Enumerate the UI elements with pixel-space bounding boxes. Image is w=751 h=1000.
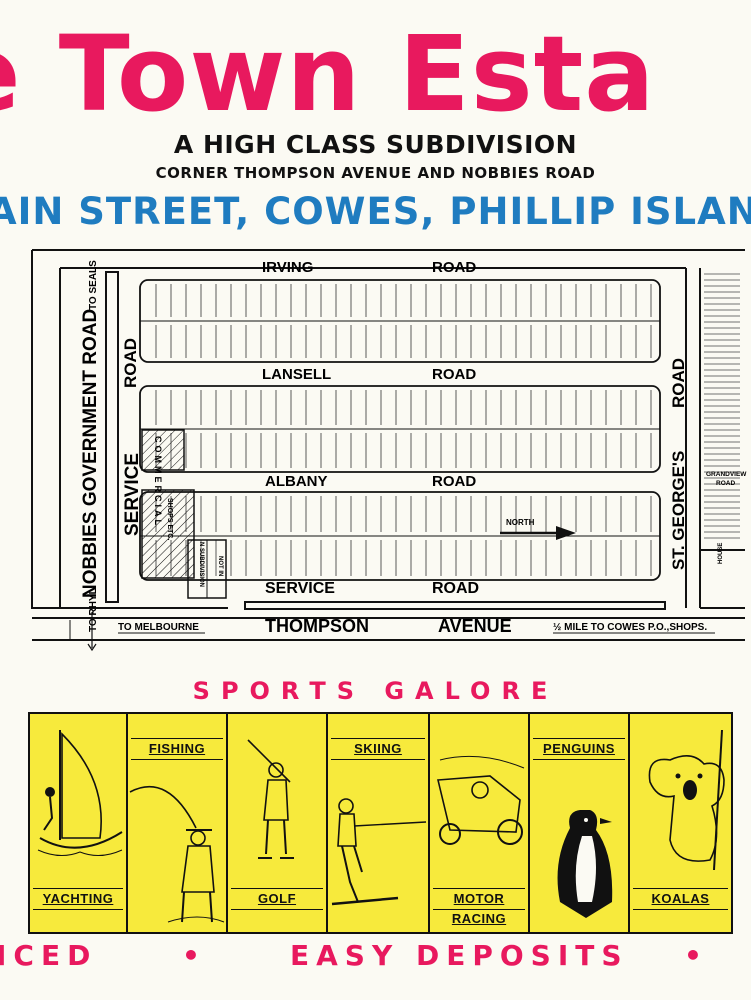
subtitle: A HIGH CLASS SUBDIVISION (173, 130, 578, 159)
not-in-label: NOT IN (217, 556, 223, 576)
road-left-label: ROAD (121, 338, 140, 388)
service-left-label: SERVICE (122, 453, 143, 536)
sport-label-koalas: KOALAS (633, 888, 728, 910)
sport-label-skiing: SKIING (331, 738, 425, 760)
to-seals-label: TO SEALS (88, 260, 99, 310)
subdivision-map: IRVING ROAD LANSELL ROAD ALBANY ROAD SER… (31, 249, 747, 652)
shops-label: SHOPS ETC. (166, 498, 173, 540)
sport-cell-penguins: PENGUINS (530, 714, 630, 932)
grandview-label-2: ROAD (716, 480, 735, 487)
sport-label-yachting: YACHTING (33, 888, 123, 910)
commercial-label: COMMERCIAL (153, 436, 163, 528)
sport-cell-yachting: YACHTING (30, 714, 128, 932)
to-cowes-label: ½ MILE TO COWES P.O.,SHOPS. (553, 622, 707, 633)
albany-road-label-2: ROAD (432, 473, 476, 490)
sport-label-penguins: PENGUINS (533, 738, 625, 760)
north-arrow (500, 526, 576, 540)
commercial-hatch-bottom (141, 489, 195, 579)
nobbies-road-label: NOBBIES GOVERNMENT ROAD (80, 309, 101, 598)
sports-panel: YACHTING FISHING GOLF SKIING (28, 712, 733, 934)
irving-road-label-2: ROAD (432, 259, 476, 276)
sport-cell-motor-racing: MOTOR RACING (430, 714, 530, 932)
service-road-label-2: ROAD (432, 580, 479, 597)
penguin-icon (557, 810, 613, 918)
footer-bullet-2: • (684, 939, 709, 972)
right-strip (704, 273, 740, 539)
sport-cell-skiing: SKIING (328, 714, 430, 932)
fisherman-icon (129, 786, 225, 923)
grandview-label: GRANDVIEW (706, 471, 747, 478)
service-road-label: SERVICE (265, 580, 335, 597)
sports-heading: SPORTS GALORE (192, 677, 559, 705)
to-melbourne-label: TO MELBOURNE (118, 622, 199, 633)
sport-cell-fishing: FISHING (128, 714, 228, 932)
to-rhyll-label: TO RHYL (88, 588, 99, 632)
footer-line: ICED • EASY DEPOSITS • (0, 937, 751, 977)
north-label: NORTH (506, 518, 535, 527)
commercial-hatch-top (141, 429, 185, 471)
yacht-icon (37, 730, 123, 856)
sport-cell-koalas: KOALAS (630, 714, 731, 932)
golfer-icon (247, 739, 294, 859)
subdivision-label: N SUBDIVISION (198, 542, 204, 587)
thompson-avenue-label: THOMPSON (265, 616, 369, 636)
lansell-road-label: LANSELL (262, 366, 331, 383)
road-right-label: ROAD (669, 358, 688, 408)
water-skier-icon (331, 798, 427, 906)
koala-icon (648, 729, 725, 871)
albany-road-label: ALBANY (265, 473, 328, 490)
estate-title-text: e Town Esta (0, 18, 656, 130)
lansell-road-label-2: ROAD (432, 366, 476, 383)
sport-cell-golf: GOLF (228, 714, 328, 932)
sport-label-golf: GOLF (231, 888, 323, 910)
footer-bullet-1: • (182, 939, 207, 972)
location-line: AIN STREET, COWES, PHILLIP ISLAN (0, 188, 751, 238)
irving-road-label: IRVING (262, 259, 313, 276)
house-label: HOUSE (718, 543, 724, 564)
estate-title: e Town Esta (0, 18, 751, 130)
location-text: AIN STREET, COWES, PHILLIP ISLAN (0, 190, 751, 233)
corner-line: CORNER THOMPSON AVENUE AND NOBBIES ROAD (155, 164, 596, 182)
sport-label-fishing: FISHING (131, 738, 223, 760)
race-car-icon (437, 755, 525, 845)
footer-easy-deposits: EASY DEPOSITS (290, 939, 629, 972)
sport-label-motor-racing: MOTOR RACING (433, 888, 525, 926)
lot-blocks (139, 279, 661, 581)
footer-left-text: ICED (0, 939, 98, 972)
st-georges-label: ST. GEORGE'S (669, 451, 688, 570)
thompson-avenue-label-2: AVENUE (438, 616, 512, 636)
